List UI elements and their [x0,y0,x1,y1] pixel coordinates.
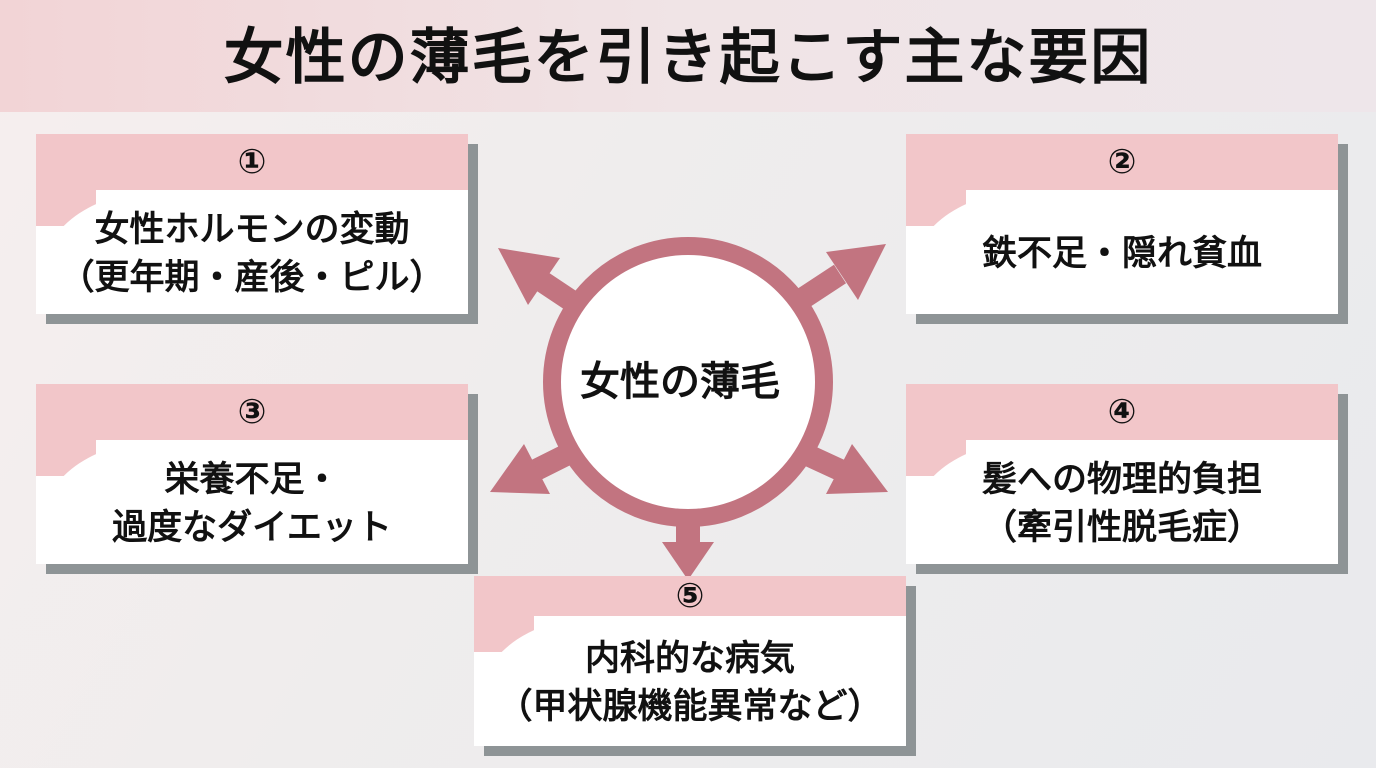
card-text: 栄養不足・ 過度なダイエット [36,444,468,564]
center-label: 女性の薄毛 [580,359,780,405]
card-text: 鉄不足・隠れ貧血 [906,194,1338,314]
card-number: ① [237,142,267,182]
card-line: 過度なダイエット [112,508,392,548]
factor-card-2: ② 鉄不足・隠れ貧血 [906,134,1348,324]
card-header [906,134,1338,190]
card-header [36,384,468,440]
card-line: （牽引性脱毛症） [981,508,1262,548]
card-text: 女性ホルモンの変動 （更年期・産後・ピル） [36,194,468,314]
factor-card-3: ③ 栄養不足・ 過度なダイエット [36,384,478,574]
card-header [906,384,1338,440]
title-band [0,0,1376,112]
card-text: 内科的な病気 （甲状腺機能異常など） [474,620,906,746]
card-line: 髪への物理的負担 [981,460,1262,500]
card-line: 栄養不足・ [164,460,340,500]
card-line: 内科的な病気 [584,639,795,679]
card-line: 鉄不足・隠れ貧血 [981,234,1262,274]
card-header [474,576,906,616]
card-line: （甲状腺機能異常など） [497,687,883,727]
page-title: 女性の薄毛を引き起こす主な要因 [223,23,1153,93]
center-circle [543,237,833,527]
card-text: 髪への物理的負担 （牽引性脱毛症） [906,444,1338,564]
factor-card-1: ① 女性ホルモンの変動 （更年期・産後・ピル） [36,134,478,324]
card-number: ② [1107,142,1137,182]
card-line: 女性ホルモンの変動 [94,210,410,250]
card-line: （更年期・産後・ピル） [59,258,445,298]
card-number: ⑤ [675,576,705,616]
factor-card-4: ④ 髪への物理的負担 （牽引性脱毛症） [906,384,1348,574]
card-number: ④ [1107,392,1137,432]
card-header [36,134,468,190]
factor-card-5: ⑤ 内科的な病気 （甲状腺機能異常など） [474,576,916,756]
card-number: ③ [237,392,267,432]
